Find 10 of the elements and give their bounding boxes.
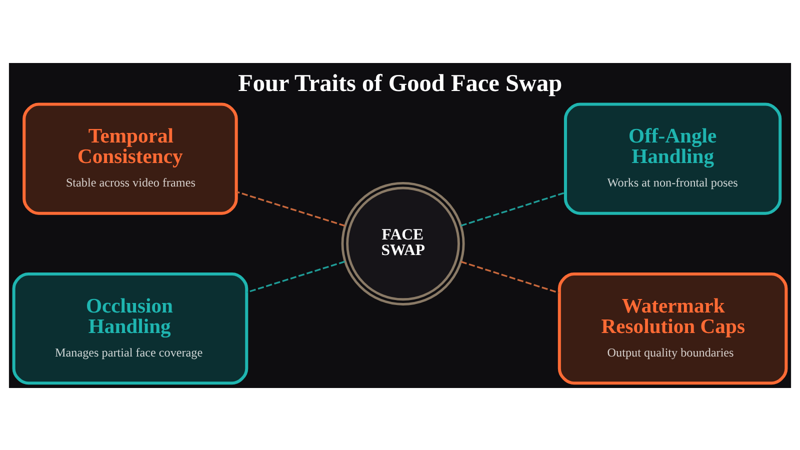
node-box: Temporal Consistency Stable across video frames	[22, 102, 238, 214]
node-box: Occlusion Handling Manages partial face coverage	[12, 272, 248, 384]
node-box: Off-Angle Handling Works at non-frontal poses	[564, 102, 782, 214]
diagram-title: Four Traits of Good Face Swap	[238, 69, 562, 96]
connector	[236, 190, 346, 226]
connector	[460, 260, 560, 294]
connector	[246, 260, 346, 293]
node-box: Watermark Resolution Caps Output quality boundaries	[558, 272, 788, 384]
node-circle: FACE SWAP	[341, 181, 465, 305]
connector	[460, 191, 566, 226]
